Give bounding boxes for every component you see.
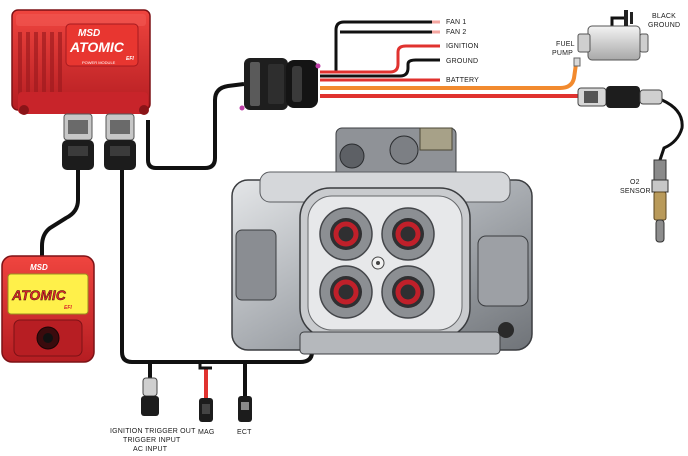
label-fuel-pump-2: PUMP	[552, 50, 573, 57]
module-suffix: EFI	[126, 56, 134, 62]
label-fan2: FAN 2	[446, 29, 466, 36]
label-black-ground-2: GROUND	[648, 22, 680, 29]
ect-connector	[238, 396, 252, 422]
throttle-bores	[319, 207, 435, 319]
label-ignition-trigger-3: AC INPUT	[133, 446, 168, 453]
main-harness-connector	[239, 58, 321, 111]
wire-module-to-handheld	[40, 168, 80, 258]
label-ignition-trigger-1: IGNITION TRIGGER OUT	[110, 428, 196, 435]
mag-connector	[199, 398, 213, 422]
wire-o2-cable	[658, 98, 684, 161]
module-subtitle: POWER MODULE	[82, 60, 116, 65]
module-product: ATOMIC	[69, 39, 125, 55]
handheld-suffix: EFI	[64, 305, 72, 311]
wire-module-to-sensors	[120, 168, 314, 364]
module-brand: MSD	[78, 28, 100, 39]
ignition-connector	[141, 377, 159, 416]
wire-ground	[320, 58, 440, 78]
handheld-brand: MSD	[30, 263, 48, 272]
label-ignition-trigger-2: TRIGGER INPUT	[123, 437, 181, 444]
label-fuel-pump-1: FUEL	[556, 41, 575, 48]
wire-fan1	[328, 20, 432, 74]
power-module: MSD ATOMIC EFI POWER MODULE	[11, 9, 151, 115]
module-connector-left	[62, 113, 94, 170]
black-ground-terminal	[624, 10, 633, 26]
label-ignition: IGNITION	[446, 43, 479, 50]
wire-ignition	[320, 44, 440, 74]
o2-sensor	[651, 159, 669, 243]
o2-sensor-connector	[577, 86, 663, 108]
handheld-controller: MSD ATOMIC EFI	[1, 255, 95, 363]
label-battery: BATTERY	[446, 77, 479, 84]
handheld-product: ATOMIC	[11, 287, 67, 303]
label-mag: MAG	[198, 429, 215, 436]
label-ect: ECT	[237, 429, 252, 436]
label-o2-2: SENSOR	[620, 188, 651, 195]
label-black-ground-1: BLACK	[652, 13, 676, 20]
wire-mag-black	[198, 362, 212, 370]
label-fan1: FAN 1	[446, 19, 466, 26]
label-o2-1: O2	[630, 179, 640, 186]
fuel-pump	[573, 25, 649, 67]
throttle-body	[231, 127, 533, 355]
module-connector-right	[104, 113, 136, 170]
label-ground: GROUND	[446, 58, 478, 65]
wire-module-to-harness	[146, 82, 245, 170]
wire-fuel-pump	[320, 63, 578, 90]
